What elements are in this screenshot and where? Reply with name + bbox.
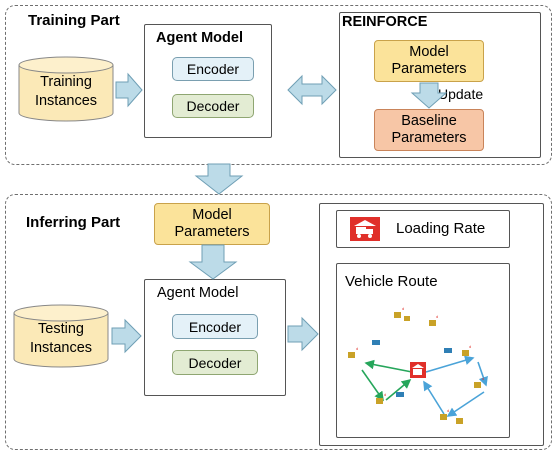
inferring-encoder: Encoder: [172, 314, 258, 339]
training-agent-model: [144, 24, 272, 138]
inferring-part-panel: [5, 194, 552, 450]
arrow-testing-to-agent: [111, 318, 142, 354]
training-instances-label: Training Instances: [17, 70, 115, 114]
training-decoder: Decoder: [172, 94, 254, 118]
svg-text:d: d: [436, 314, 438, 319]
baseline-params-line1: Baseline: [401, 113, 457, 129]
testing-instances-label: Testing Instances: [12, 317, 110, 361]
arrow-update: [410, 82, 448, 109]
training-instances-line1: Training: [40, 74, 92, 90]
training-model-params-line2: Parameters: [391, 61, 467, 77]
baseline-parameters: Baseline Parameters: [374, 109, 484, 151]
testing-instances-cylinder: [13, 304, 109, 368]
svg-text:d: d: [447, 408, 449, 413]
training-instances-cylinder: [18, 56, 114, 122]
reinforce-title: REINFORCE: [342, 14, 428, 30]
inferring-model-parameters: Model Parameters: [154, 203, 270, 245]
vehicle-route-graph: d d d d d d d: [348, 306, 488, 424]
training-part-panel: [5, 5, 552, 165]
arrow-training-to-agent: [115, 72, 143, 108]
training-model-parameters: Model Parameters: [374, 40, 484, 82]
testing-instances-line2: Instances: [29, 340, 93, 356]
inferring-part-title: Inferring Part: [26, 214, 121, 231]
arrow-agent-to-output: [287, 316, 319, 352]
training-instances-line2: Instances: [34, 93, 98, 109]
training-model-params-line1: Model: [409, 44, 449, 60]
inferring-model-params-line1: Model: [192, 207, 232, 223]
svg-text:d: d: [482, 376, 484, 381]
arrow-params-to-agent: [188, 244, 238, 280]
training-encoder: Encoder: [172, 57, 254, 81]
inferring-model-params-line2: Parameters: [174, 224, 250, 240]
inferring-decoder: Decoder: [172, 350, 258, 375]
svg-text:d: d: [402, 306, 404, 311]
svg-text:d: d: [356, 346, 358, 351]
update-label: Update: [438, 86, 484, 102]
arrow-training-to-inferring: [194, 163, 244, 195]
training-part-title: Training Part: [28, 12, 120, 29]
truck-icon: [350, 217, 380, 241]
training-agent-title: Agent Model: [156, 30, 243, 46]
inferring-agent-model: [144, 279, 286, 396]
vehicle-route-label: Vehicle Route: [345, 273, 438, 290]
baseline-params-line2: Parameters: [391, 130, 467, 146]
svg-text:d: d: [384, 392, 386, 397]
arrow-agent-reinforce: [287, 74, 337, 106]
vehicle-route-box: [336, 263, 510, 438]
inferring-agent-title: Agent Model: [157, 285, 239, 301]
svg-text:d: d: [469, 344, 471, 349]
testing-instances-line1: Testing: [38, 321, 84, 337]
loading-rate-label: Loading Rate: [396, 220, 486, 237]
